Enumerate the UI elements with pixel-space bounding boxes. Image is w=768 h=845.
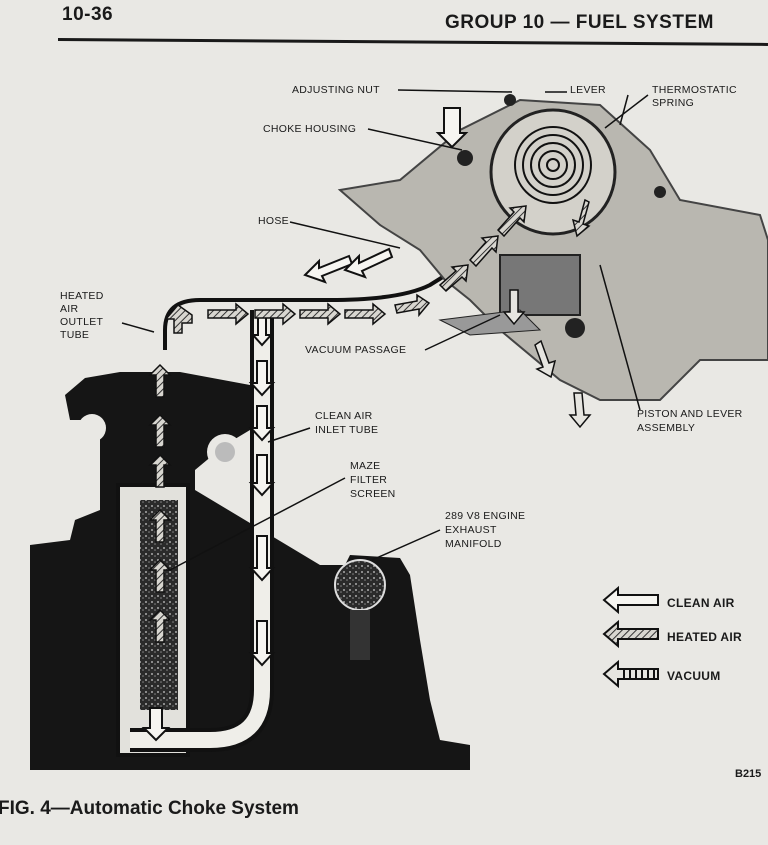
legend-heated-air: HEATED AIR [667,630,742,644]
label-exhaust-manifold-1: 289 V8 ENGINE [445,510,526,522]
clean-air-arrows [141,107,469,742]
figure-caption: FIG. 4—Automatic Choke System [0,798,299,819]
legend-vacuum-arrow [602,659,659,689]
label-heated-air-3: OUTLET [60,316,104,328]
label-choke-housing: CHOKE HOUSING [263,123,357,135]
label-thermostatic-spring-1: THERMOSTATIC [652,84,737,96]
label-vacuum-passage: VACUUM PASSAGE [305,344,407,356]
label-thermostatic-spring-2: SPRING [652,97,695,109]
label-heated-air-1: HEATED [60,290,104,302]
label-lever: LEVER [570,84,606,96]
label-maze-1: MAZE [350,460,381,472]
label-heated-air-2: AIR [60,303,79,315]
label-heated-air-4: TUBE [60,329,90,341]
label-piston-lever-2: ASSEMBLY [637,422,696,434]
legend-vacuum: VACUUM [667,669,721,683]
label-clean-air-inlet-2: INLET TUBE [315,424,379,436]
label-piston-lever-1: PISTON AND LEVER [637,408,743,420]
legend-clean-air: CLEAN AIR [667,596,735,610]
clean-air-inlet-tube [130,310,274,752]
heated-air-arrows [148,198,591,643]
label-adjusting-nut: ADJUSTING NUT [292,84,380,96]
figure-code: B215 [735,768,762,780]
page-number: 10-36 [62,4,114,25]
label-exhaust-manifold-2: EXHAUST [445,524,497,536]
label-exhaust-manifold-3: MANIFOLD [445,538,502,550]
legend-heated-air-arrow [602,619,659,649]
label-maze-3: SCREEN [350,488,396,500]
legend-clean-air-arrow [602,585,659,615]
heated-air-outlet-tube [163,258,472,350]
label-maze-2: FILTER [350,474,388,486]
vacuum-arrows [502,289,592,429]
label-clean-air-inlet-1: CLEAN AIR [315,410,373,422]
group-title: GROUP 10 — FUEL SYSTEM [445,12,714,33]
leader-lines [121,89,649,571]
thermostatic-spring-coil [514,126,592,204]
label-hose: HOSE [258,215,289,227]
